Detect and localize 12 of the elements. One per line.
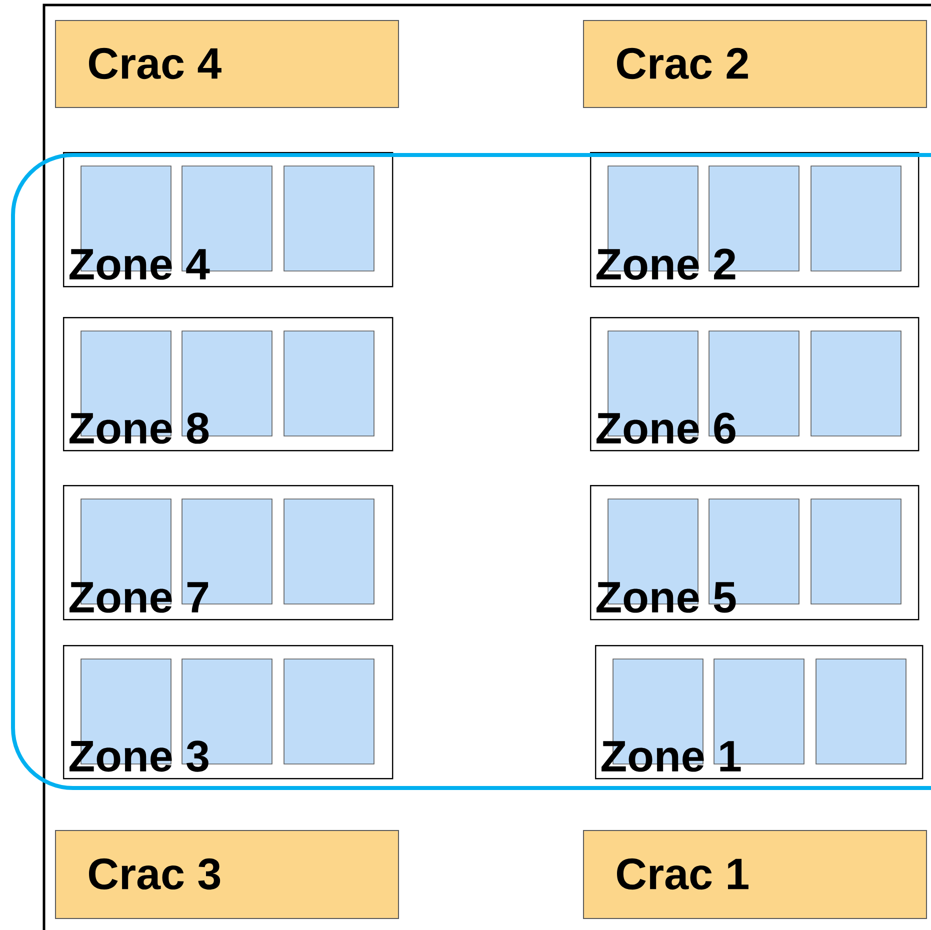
crac-unit: Crac 3	[55, 830, 399, 920]
zone-label: Zone 2	[596, 248, 736, 280]
zone-label: Zone 7	[70, 582, 208, 613]
zone-label: Zone 6	[596, 412, 736, 444]
zone-label: Zone 8	[70, 412, 209, 444]
crac-unit: Crac 4	[55, 20, 399, 108]
crac-unit: Crac 2	[583, 20, 927, 108]
zone-label: Zone 1	[602, 741, 741, 772]
zone-label: Zone 4	[70, 249, 210, 280]
zone-label: Zone 3	[70, 740, 208, 772]
crac-unit: Crac 1	[583, 830, 927, 920]
zone-label: Zone 5	[596, 582, 736, 613]
